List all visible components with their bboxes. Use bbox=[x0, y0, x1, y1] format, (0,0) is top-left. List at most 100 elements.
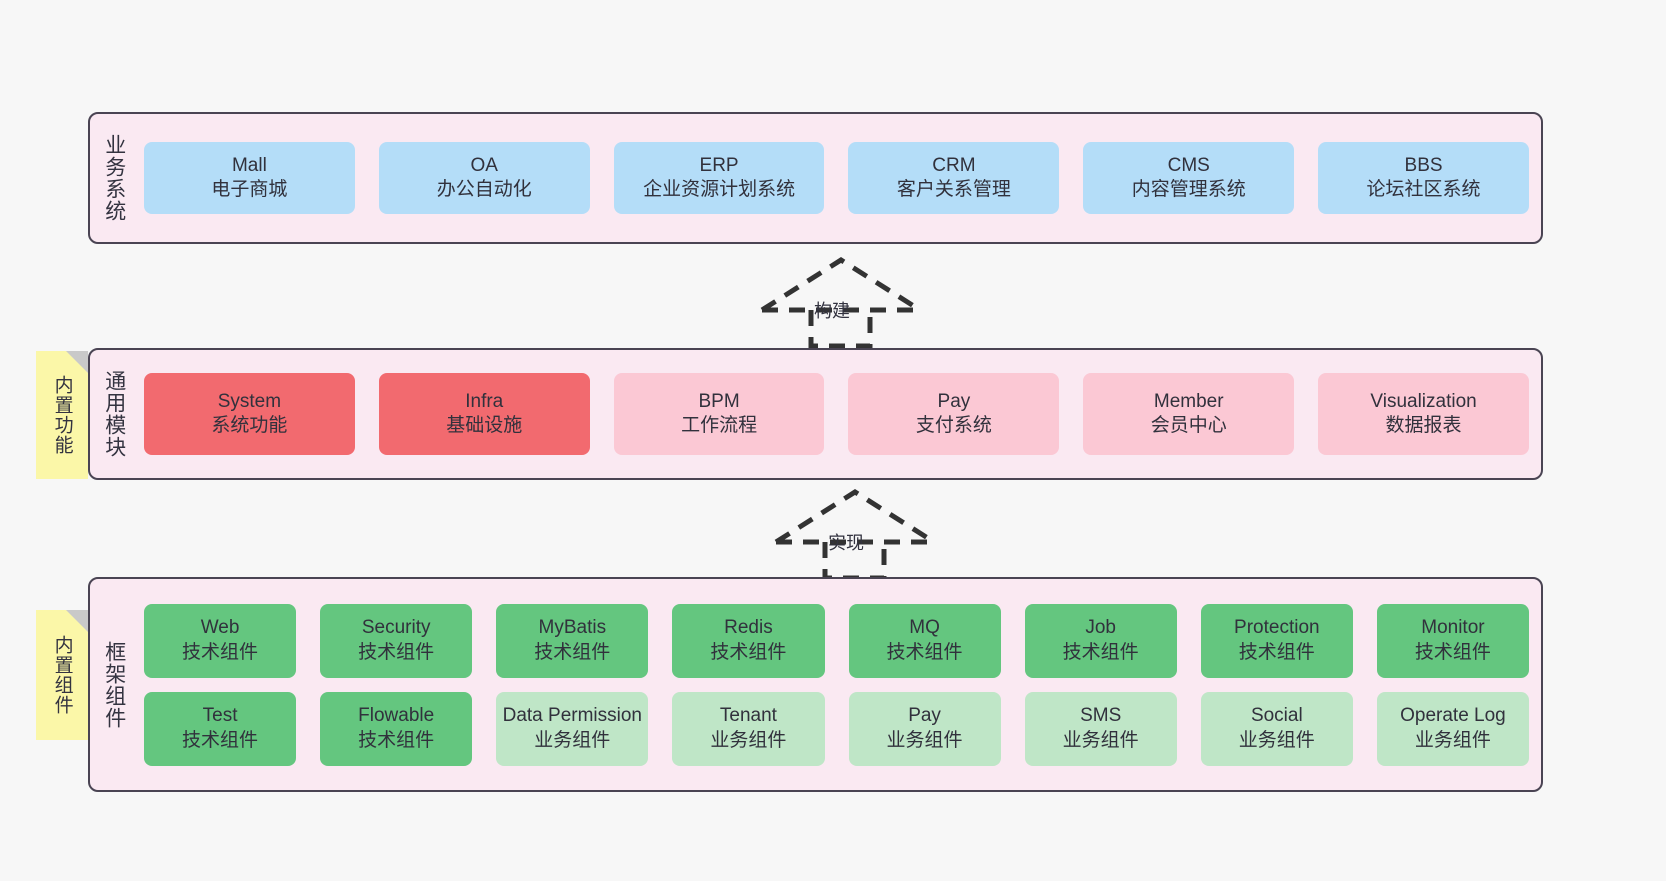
card-title: Test bbox=[202, 705, 238, 727]
connector-realize: 实现 bbox=[770, 486, 940, 582]
card-title: Operate Log bbox=[1400, 705, 1506, 727]
card-title: Member bbox=[1153, 390, 1224, 412]
card-row: Test 技术组件 Flowable 技术组件 Data Permission … bbox=[144, 691, 1529, 766]
card-title: Web bbox=[200, 617, 240, 639]
card-row: Mall 电子商城 OA 办公自动化 ERP 企业资源计划系统 CRM 客户关系… bbox=[144, 142, 1529, 214]
card-subtitle: 技术组件 bbox=[182, 729, 259, 751]
card-subtitle: 技术组件 bbox=[1414, 641, 1491, 663]
card-subtitle: 技术组件 bbox=[358, 641, 435, 663]
card-title: Security bbox=[361, 617, 431, 639]
card-title: BPM bbox=[698, 390, 740, 412]
card-pay[interactable]: Pay 支付系统 bbox=[848, 373, 1060, 455]
card-subtitle: 技术组件 bbox=[1062, 641, 1139, 663]
card-title: Mall bbox=[231, 154, 267, 176]
card-redis[interactable]: Redis 技术组件 bbox=[672, 603, 825, 678]
card-subtitle: 业务组件 bbox=[1238, 729, 1315, 751]
card-title: Social bbox=[1250, 705, 1303, 727]
card-row: System 系统功能 Infra 基础设施 BPM 工作流程 Pay 支付系统… bbox=[144, 373, 1529, 455]
layer-title-business-systems: 业务系统 bbox=[102, 134, 126, 222]
card-erp[interactable]: ERP 企业资源计划系统 bbox=[613, 142, 825, 214]
card-title: Redis bbox=[724, 617, 773, 639]
layer-common-modules: 通用模块 System 系统功能 Infra 基础设施 BPM 工作流程 Pay… bbox=[88, 348, 1543, 480]
note-builtin-features: 内置功能 bbox=[36, 351, 88, 479]
card-subtitle: 业务组件 bbox=[886, 729, 963, 751]
card-web[interactable]: Web 技术组件 bbox=[144, 603, 297, 678]
card-title: OA bbox=[470, 154, 498, 176]
card-subtitle: 办公自动化 bbox=[436, 179, 532, 200]
card-subtitle: 基础设施 bbox=[446, 415, 523, 436]
card-subtitle: 数据报表 bbox=[1385, 415, 1462, 436]
card-subtitle: 企业资源计划系统 bbox=[643, 179, 796, 200]
card-title: SMS bbox=[1080, 705, 1122, 727]
card-title: BBS bbox=[1404, 154, 1443, 176]
layer-framework-components: 框架组件 Web 技术组件 Security 技术组件 MyBatis 技术组件… bbox=[88, 577, 1543, 792]
card-subtitle: 技术组件 bbox=[710, 641, 787, 663]
card-mq[interactable]: MQ 技术组件 bbox=[848, 603, 1001, 678]
card-row: Web 技术组件 Security 技术组件 MyBatis 技术组件 Redi… bbox=[144, 603, 1529, 678]
card-mybatis[interactable]: MyBatis 技术组件 bbox=[496, 603, 649, 678]
card-bbs[interactable]: BBS 论坛社区系统 bbox=[1318, 142, 1529, 214]
card-infra[interactable]: Infra 基础设施 bbox=[378, 373, 590, 455]
card-subtitle: 业务组件 bbox=[710, 729, 787, 751]
card-subtitle: 业务组件 bbox=[534, 729, 611, 751]
card-title: Pay bbox=[908, 705, 941, 727]
card-system[interactable]: System 系统功能 bbox=[144, 373, 355, 455]
layer-body-business-systems: Mall 电子商城 OA 办公自动化 ERP 企业资源计划系统 CRM 客户关系… bbox=[138, 114, 1541, 242]
card-subtitle: 技术组件 bbox=[1238, 641, 1315, 663]
connector-label: 实现 bbox=[828, 533, 864, 553]
connector-build: 构建 bbox=[756, 254, 926, 350]
card-title: Job bbox=[1085, 617, 1116, 639]
card-subtitle: 会员中心 bbox=[1150, 415, 1227, 436]
card-title: ERP bbox=[699, 154, 739, 176]
card-subtitle: 支付系统 bbox=[915, 415, 992, 436]
folded-corner-icon bbox=[66, 610, 88, 632]
layer-business-systems: 业务系统 Mall 电子商城 OA 办公自动化 ERP 企业资源计划系统 CRM… bbox=[88, 112, 1543, 244]
card-mall[interactable]: Mall 电子商城 bbox=[144, 142, 355, 214]
card-title: System bbox=[217, 390, 282, 412]
card-tenant[interactable]: Tenant 业务组件 bbox=[672, 691, 825, 766]
note-builtin-components: 内置组件 bbox=[36, 610, 88, 740]
card-title: Pay bbox=[937, 390, 971, 412]
card-subtitle: 技术组件 bbox=[534, 641, 611, 663]
card-flowable[interactable]: Flowable 技术组件 bbox=[320, 691, 473, 766]
card-title: CMS bbox=[1167, 154, 1210, 176]
card-security[interactable]: Security 技术组件 bbox=[320, 603, 473, 678]
card-title: MQ bbox=[909, 617, 940, 639]
card-bpm[interactable]: BPM 工作流程 bbox=[613, 373, 825, 455]
card-subtitle: 技术组件 bbox=[182, 641, 259, 663]
card-test[interactable]: Test 技术组件 bbox=[144, 691, 297, 766]
layer-body-framework-components: Web 技术组件 Security 技术组件 MyBatis 技术组件 Redi… bbox=[138, 579, 1541, 790]
card-title: Protection bbox=[1234, 617, 1320, 639]
card-member[interactable]: Member 会员中心 bbox=[1083, 373, 1295, 455]
card-cms[interactable]: CMS 内容管理系统 bbox=[1083, 142, 1295, 214]
card-job[interactable]: Job 技术组件 bbox=[1024, 603, 1177, 678]
card-title: Data Permission bbox=[502, 705, 642, 727]
card-title: CRM bbox=[932, 154, 976, 176]
card-subtitle: 系统功能 bbox=[211, 415, 288, 436]
note-label: 内置功能 bbox=[51, 375, 73, 455]
card-visualization[interactable]: Visualization 数据报表 bbox=[1318, 373, 1529, 455]
card-sms[interactable]: SMS 业务组件 bbox=[1024, 691, 1177, 766]
card-protection[interactable]: Protection 技术组件 bbox=[1200, 603, 1353, 678]
card-data-permission[interactable]: Data Permission 业务组件 bbox=[496, 691, 649, 766]
card-title: Monitor bbox=[1421, 617, 1485, 639]
card-subtitle: 工作流程 bbox=[681, 415, 758, 436]
card-pay-component[interactable]: Pay 业务组件 bbox=[848, 691, 1001, 766]
card-crm[interactable]: CRM 客户关系管理 bbox=[848, 142, 1060, 214]
dashed-generalization-arrow-icon bbox=[760, 257, 922, 349]
card-subtitle: 客户关系管理 bbox=[896, 179, 1011, 200]
folded-corner-icon bbox=[66, 351, 88, 373]
card-social[interactable]: Social 业务组件 bbox=[1200, 691, 1353, 766]
card-operate-log[interactable]: Operate Log 业务组件 bbox=[1376, 691, 1529, 766]
card-subtitle: 内容管理系统 bbox=[1131, 179, 1246, 200]
card-title: Infra bbox=[465, 390, 504, 412]
card-subtitle: 业务组件 bbox=[1414, 729, 1491, 751]
card-oa[interactable]: OA 办公自动化 bbox=[378, 142, 590, 214]
connector-label: 构建 bbox=[814, 301, 850, 321]
card-monitor[interactable]: Monitor 技术组件 bbox=[1376, 603, 1529, 678]
card-title: Flowable bbox=[358, 705, 435, 727]
card-subtitle: 业务组件 bbox=[1062, 729, 1139, 751]
card-subtitle: 技术组件 bbox=[886, 641, 963, 663]
card-subtitle: 电子商城 bbox=[211, 179, 288, 200]
